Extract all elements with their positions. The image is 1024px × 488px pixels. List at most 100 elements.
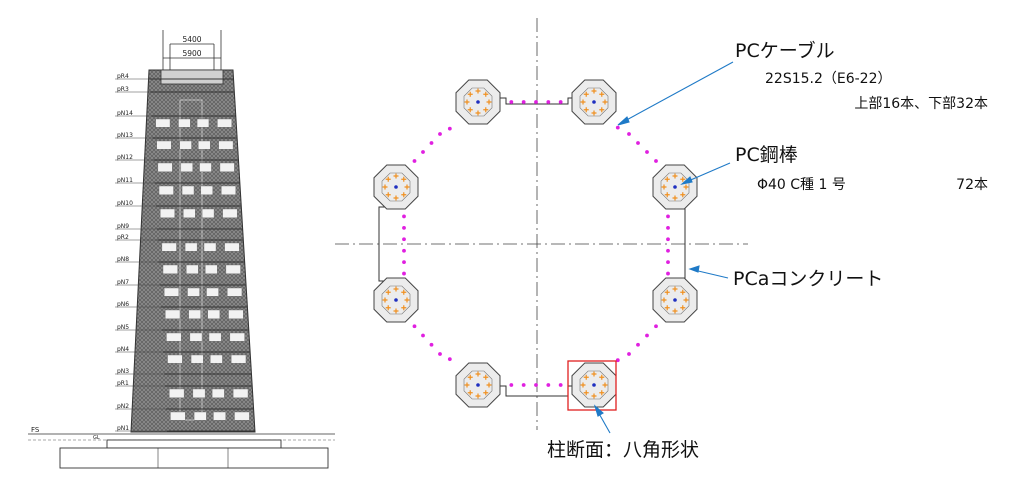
dim-inner-label: 5400 bbox=[182, 35, 201, 44]
pc-bar-mark bbox=[382, 184, 388, 190]
pc-cable-dot bbox=[546, 383, 551, 387]
floor-lines bbox=[149, 78, 255, 432]
pc-cable-dot bbox=[521, 383, 526, 387]
pc-cable-dot bbox=[447, 126, 452, 131]
pc-bar-title: PC鋼棒 bbox=[735, 144, 798, 166]
pc-bar-mark bbox=[393, 195, 399, 201]
pc-bar-mark bbox=[680, 192, 686, 198]
window-opening bbox=[189, 332, 203, 342]
window-opening bbox=[211, 388, 225, 399]
pc-cable-dot bbox=[636, 342, 640, 347]
leader-lines bbox=[593, 61, 734, 434]
window-opening bbox=[201, 208, 215, 219]
window-opening bbox=[179, 140, 192, 150]
pc-bar-mark bbox=[385, 176, 391, 182]
window-opening bbox=[207, 309, 221, 320]
pc-bar-mark bbox=[404, 184, 410, 190]
column-octagons bbox=[373, 79, 698, 408]
pc-cable-dot bbox=[534, 100, 538, 104]
window-opening bbox=[159, 208, 175, 219]
pc-cable-dot bbox=[534, 383, 538, 387]
octagon-column bbox=[373, 277, 419, 323]
window-opening bbox=[158, 185, 174, 196]
window-opening bbox=[219, 162, 235, 173]
pc-bar-mark bbox=[672, 308, 678, 314]
window-opening bbox=[193, 411, 207, 421]
pc-bar-mark bbox=[583, 107, 589, 113]
window-opening bbox=[225, 264, 241, 275]
pc-bar-mark bbox=[385, 305, 391, 311]
level-label-pn6: pN6 bbox=[117, 301, 129, 308]
pc-bar-mark bbox=[583, 390, 589, 396]
pc-bar-mark bbox=[591, 393, 597, 399]
pc-cable-count: 上部16本、下部32本 bbox=[854, 96, 988, 112]
pc-cable-dot bbox=[421, 333, 425, 338]
window-opening bbox=[221, 185, 236, 196]
tower-cap bbox=[160, 69, 224, 85]
level-label-pn14: pN14 bbox=[117, 110, 133, 117]
center-dot bbox=[394, 185, 398, 189]
pc-bar-mark bbox=[475, 371, 481, 377]
pc-bar-mark bbox=[591, 88, 597, 94]
level-label-pr4: pR4 bbox=[117, 73, 129, 80]
pc-cable-dot bbox=[615, 125, 620, 130]
window-opening bbox=[198, 140, 211, 150]
window-opening bbox=[228, 309, 244, 320]
pc-cable-dot bbox=[412, 159, 417, 163]
pc-bar-mark bbox=[464, 99, 470, 105]
pc-cable-title: PCケーブル bbox=[735, 39, 835, 62]
level-label-pn2: pN2 bbox=[117, 403, 129, 410]
pc-bar-mark bbox=[664, 289, 670, 295]
pc-cable-dot bbox=[666, 248, 670, 253]
tower-core bbox=[179, 99, 203, 421]
pc-bar-mark bbox=[580, 99, 586, 105]
pc-bar-mark bbox=[486, 99, 492, 105]
pc-cable-dot bbox=[645, 150, 649, 154]
pc-bar-mark bbox=[664, 176, 670, 182]
center-dot bbox=[673, 185, 677, 189]
level-label-pr2: pR2 bbox=[117, 234, 129, 241]
window-opening bbox=[165, 309, 181, 320]
pc-bar-mark bbox=[680, 305, 686, 311]
pc-cable-dot bbox=[429, 342, 434, 347]
window-opening bbox=[227, 287, 243, 297]
pc-bar-mark bbox=[404, 297, 410, 303]
gl-label: GL bbox=[93, 435, 100, 441]
pc-bar-mark bbox=[661, 297, 667, 303]
pc-bar-mark bbox=[464, 382, 470, 388]
window-opening bbox=[200, 185, 213, 196]
pc-bar-mark bbox=[385, 289, 391, 295]
pc-bar-mark bbox=[467, 374, 473, 380]
pc-cable-dot bbox=[402, 271, 406, 276]
level-label-pn12: pN12 bbox=[117, 154, 133, 161]
pc-bar-mark bbox=[683, 184, 689, 190]
level-label-pr3: pR3 bbox=[117, 86, 129, 93]
level-label-pn1: pN1 bbox=[117, 425, 129, 432]
pc-cable-dot bbox=[521, 100, 526, 104]
fs-label: FS bbox=[31, 426, 40, 434]
pc-cable-dot bbox=[666, 237, 670, 242]
octagon-column bbox=[652, 277, 698, 323]
pc-bar-mark bbox=[672, 195, 678, 201]
pc-cable-dot bbox=[402, 214, 406, 219]
pc-cable-dot bbox=[645, 333, 649, 338]
pc-bar-mark bbox=[602, 99, 608, 105]
pc-bar-mark bbox=[393, 308, 399, 314]
window-opening bbox=[222, 208, 238, 219]
pc-cable-dot bbox=[666, 271, 670, 276]
pc-cable-dot bbox=[402, 248, 406, 253]
pc-bar-mark bbox=[393, 286, 399, 292]
foundation-top bbox=[106, 439, 282, 449]
window-opening bbox=[190, 354, 204, 364]
pc-cable-dot bbox=[438, 352, 442, 356]
pc-bar-mark bbox=[382, 297, 388, 303]
pc-bar-mark bbox=[483, 390, 489, 396]
pc-cable-dot bbox=[402, 260, 406, 265]
window-opening bbox=[169, 388, 185, 399]
level-label-pn13: pN13 bbox=[117, 132, 133, 139]
window-opening bbox=[206, 287, 219, 297]
pc-cable-dot bbox=[615, 358, 620, 363]
center-dot bbox=[476, 100, 480, 104]
center-dot bbox=[592, 383, 596, 387]
